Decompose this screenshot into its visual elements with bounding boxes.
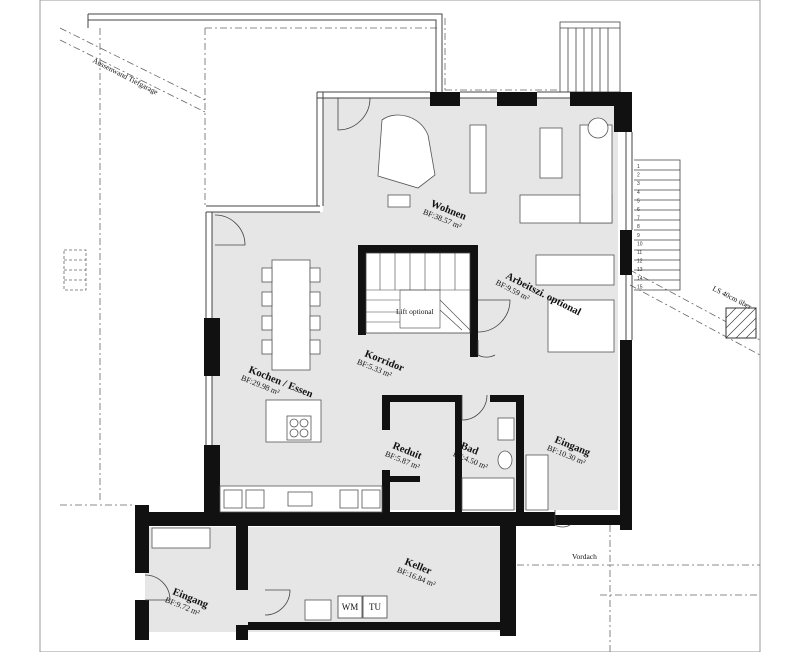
toilet <box>497 450 513 470</box>
washer <box>337 595 363 619</box>
stair-step-number: 1 <box>637 164 640 170</box>
stair-step-number: 2 <box>637 173 640 179</box>
stair-step-number: 4 <box>637 190 640 196</box>
washer-label: WM <box>342 602 359 612</box>
dryer <box>362 595 388 619</box>
stair-step-number: 8 <box>637 224 640 230</box>
external-stairs-right <box>634 159 681 291</box>
window-walls <box>205 91 633 445</box>
laundry-appliances: WM TU <box>337 595 388 619</box>
furniture <box>151 114 615 621</box>
stair-step-number: 12 <box>637 259 643 265</box>
external-stairs-top <box>559 21 621 93</box>
stair-step-number: 5 <box>637 198 640 204</box>
page-border <box>39 0 761 652</box>
sink <box>497 417 515 441</box>
exterior-walls <box>135 92 632 640</box>
stair-step-number: 15 <box>637 284 643 290</box>
garage-wall-label: Aussenwand Tiefgarage <box>91 56 160 97</box>
stair-step-number: 13 <box>637 267 643 273</box>
stair-step-number: 10 <box>637 241 643 247</box>
interior-walls <box>382 395 524 512</box>
external-stairs-left <box>63 249 87 291</box>
stair-step-number: 14 <box>637 276 643 282</box>
stair-core <box>358 245 478 357</box>
stair-step-number: 7 <box>637 216 640 222</box>
dryer-label: TU <box>369 602 381 612</box>
stair-step-number: 6 <box>637 207 640 213</box>
shower <box>461 477 515 511</box>
lift-label: Lift optional <box>396 307 434 316</box>
stair-step-number: 9 <box>637 233 640 239</box>
light-shaft-label: LS 40cm über <box>711 284 753 312</box>
light-shaft <box>725 307 757 339</box>
door-swings <box>144 97 571 616</box>
piano <box>377 114 436 189</box>
kitchen-island <box>265 399 322 443</box>
stair-step-number: 3 <box>637 181 640 187</box>
dining-table <box>271 259 311 371</box>
stair-step-number: 11 <box>637 250 642 256</box>
canopy-label: Vordach <box>572 552 597 561</box>
terrace-outline <box>87 13 443 92</box>
